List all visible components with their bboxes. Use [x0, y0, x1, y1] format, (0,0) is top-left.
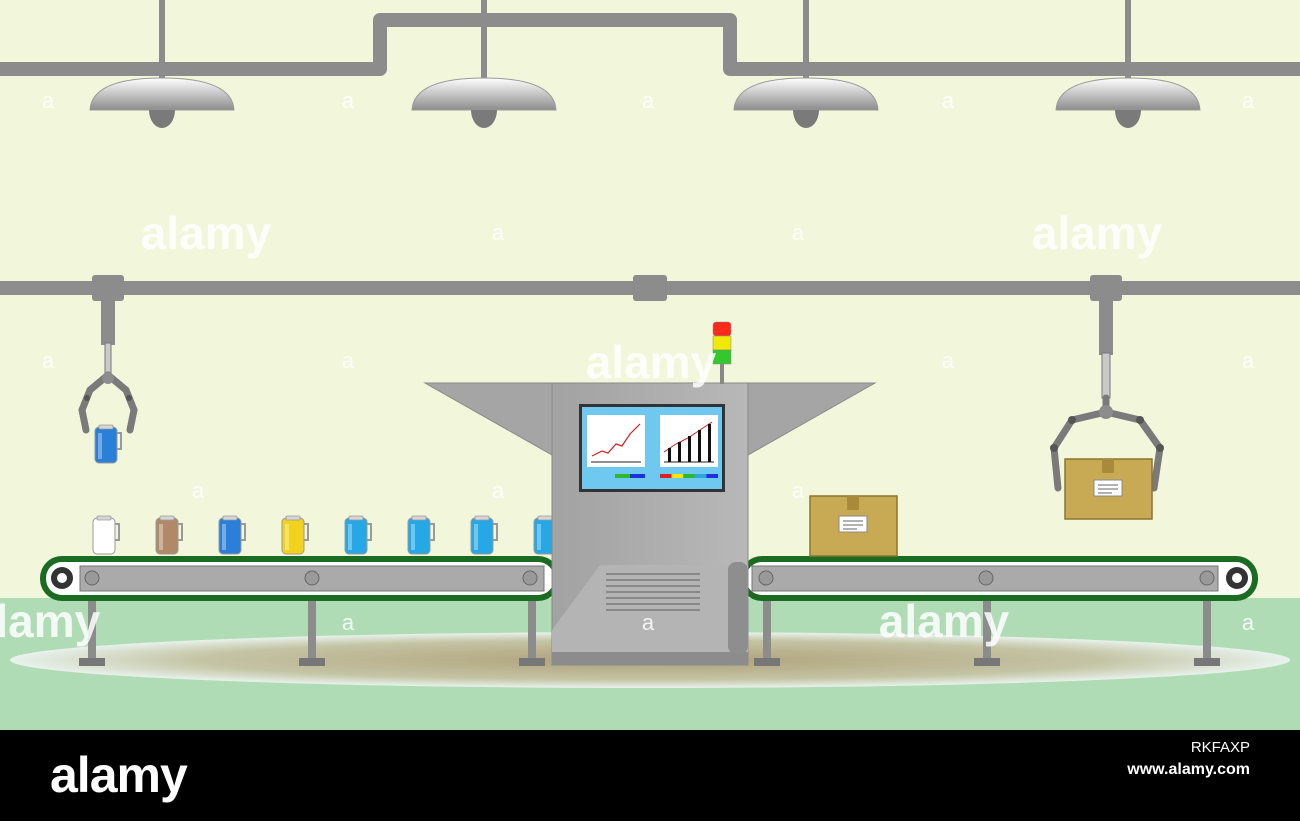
bar [668, 448, 671, 462]
ceiling-lamp [733, 0, 879, 128]
watermark-mark: a [942, 88, 955, 113]
watermark-text: alamy [141, 207, 272, 259]
ceiling-lamp [89, 0, 235, 128]
watermark-mark: a [792, 478, 805, 503]
site-url: www.alamy.com [1127, 761, 1250, 778]
footer-bar: alamy RKFAXP www.alamy.com [0, 730, 1300, 821]
watermark-text: alamy [1032, 207, 1163, 259]
watermark-mark: a [642, 610, 655, 635]
watermark-mark: a [642, 88, 655, 113]
bar [698, 430, 701, 462]
footer-credit: RKFAXP www.alamy.com [1127, 738, 1250, 780]
held-can [94, 424, 122, 464]
watermark-mark: a [1242, 348, 1255, 373]
right-robot-arm [1050, 275, 1164, 492]
ceiling-lamps [89, 0, 1201, 128]
bar [708, 424, 711, 462]
watermark-mark: a [342, 610, 355, 635]
watermark-mark: a [1242, 88, 1255, 113]
bar [678, 442, 681, 462]
watermark-text: alamy [586, 336, 717, 388]
can [281, 515, 309, 555]
right-conveyor-belt [740, 556, 1258, 601]
left-conveyor-belt [40, 556, 560, 601]
watermark-mark: a [342, 348, 355, 373]
can [94, 424, 122, 464]
watermark-mark: a [792, 220, 805, 245]
watermark-mark: a [492, 220, 505, 245]
watermark-mark: a [942, 348, 955, 373]
processing-machine [423, 321, 877, 666]
factory-illustration: alamy alamy alamy alamy alamy a a a a a a a a a a a a a a a… [0, 0, 1300, 730]
can [218, 515, 246, 555]
watermark-text: alamy [879, 595, 1010, 647]
ceiling-pipe [0, 13, 1300, 76]
can-row [92, 515, 561, 555]
can [470, 515, 498, 555]
footer-logo: alamy [50, 747, 188, 803]
watermark-mark: a [342, 88, 355, 113]
left-robot-arm [78, 275, 138, 434]
can [344, 515, 372, 555]
machine-vent [606, 573, 700, 611]
watermark-mark: a [42, 88, 55, 113]
ceiling-lamp [411, 0, 557, 128]
watermark-text: alamy [0, 595, 101, 647]
signal-light [712, 321, 732, 365]
watermark-mark: a [492, 478, 505, 503]
bar-chart-panel [660, 415, 718, 478]
watermark-mark: a [1242, 610, 1255, 635]
can [407, 515, 435, 555]
gear-icon [1226, 567, 1248, 589]
ceiling-lamp [1055, 0, 1201, 128]
watermark-mark: a [42, 348, 55, 373]
gear-icon [51, 567, 73, 589]
watermark-mark: a [192, 478, 205, 503]
bar [688, 436, 691, 462]
can [155, 515, 183, 555]
can [92, 515, 120, 555]
watermark-layer: alamy alamy alamy alamy alamy a a a a a a a a a a a a a a a… [0, 88, 1255, 647]
held-box [1064, 458, 1153, 520]
image-id: RKFAXP [1190, 739, 1250, 756]
line-chart-panel [587, 415, 645, 478]
conveyor-legs [79, 598, 1220, 666]
rail-joint [633, 275, 667, 301]
conveyor-box [809, 495, 898, 557]
